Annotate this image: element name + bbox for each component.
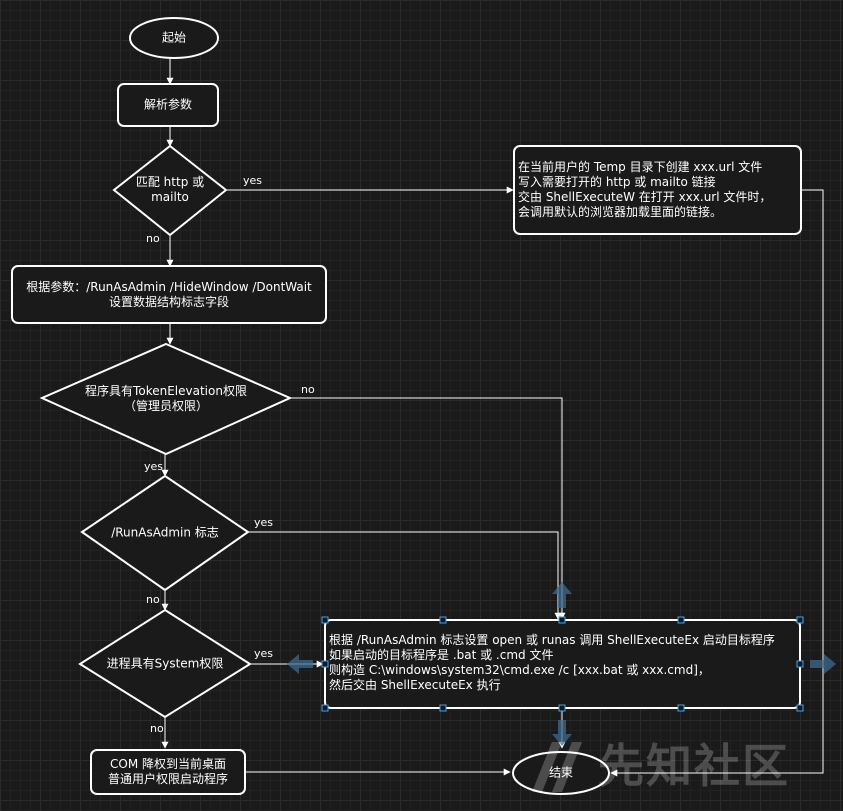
com-node	[90, 749, 246, 795]
edge-label-token-no: no	[301, 383, 315, 396]
end-label: 结束	[548, 765, 574, 780]
flags-node	[11, 265, 327, 324]
edge-runas-execute	[248, 531, 562, 620]
token-decision	[39, 342, 293, 456]
url-file-line: 交由 ShellExecuteW 在打开 xxx.url 文件时，	[518, 190, 772, 204]
com-label: COM 降权到当前桌面 普通用户权限启动程序	[108, 757, 228, 787]
execute-line: 如果启动的目标程序是 .bat 或 .cmd 文件	[329, 648, 554, 662]
execute-line: 则构造 C:\windows\system32\cmd.exe /c [xxx.…	[329, 663, 710, 677]
edge-urlfile-end	[610, 189, 824, 777]
parse-node	[117, 83, 219, 127]
match-decision	[112, 144, 228, 237]
edge-label-system-yes: yes	[254, 647, 274, 660]
url-file-line: 在当前用户的 Temp 目录下创建 xxx.url 文件	[518, 160, 763, 174]
url-file-line: 会调用默认的浏览器加载里面的链接。	[518, 205, 723, 219]
start-label: 起始	[161, 30, 187, 45]
start-node	[129, 17, 219, 59]
com-label-line: 普通用户权限启动程序	[107, 772, 229, 786]
execute-label: 根据 /RunAsAdmin 标志设置 open 或 runas 调用 Shel…	[329, 633, 775, 693]
runas-label: /RunAsAdmin 标志	[111, 525, 219, 540]
url-file-line: 写入需要打开的 http 或 mailto 链接	[518, 175, 716, 189]
execute-line: 根据 /RunAsAdmin 标志设置 open 或 runas 调用 Shel…	[329, 633, 775, 647]
edge-label-system-no: no	[150, 722, 164, 735]
edge-label-match-no: no	[146, 232, 160, 245]
execute-line: 然后交由 ShellExecuteEx 执行	[329, 678, 501, 692]
system-label: 进程具有System权限	[106, 656, 224, 671]
flags-label-line: 设置数据结构标志字段	[108, 295, 229, 309]
watermark-logo	[532, 742, 582, 792]
flags-label: 根据参数：/RunAsAdmin /HideWindow /DontWait 设…	[26, 280, 312, 310]
runas-decision	[80, 474, 250, 592]
parse-label: 解析参数	[143, 97, 193, 112]
connect-arrows[interactable]	[287, 582, 836, 746]
token-label-line: 程序具有TokenElevation权限	[85, 384, 247, 398]
url-file-label: 在当前用户的 Temp 目录下创建 xxx.url 文件 写入需要打开的 htt…	[518, 160, 771, 220]
system-decision	[78, 608, 252, 719]
match-label: 匹配 http 或 mailto	[136, 175, 204, 205]
match-label-line: mailto	[151, 190, 189, 204]
com-label-line: COM 降权到当前桌面	[109, 757, 226, 771]
edge-label-runas-no: no	[146, 593, 160, 606]
flags-label-line: 根据参数：/RunAsAdmin /HideWindow /DontWait	[26, 280, 312, 294]
token-label: 程序具有TokenElevation权限 （管理员权限）	[85, 384, 247, 414]
edge-token-execute	[290, 397, 566, 620]
edge-label-token-yes: yes	[144, 460, 164, 473]
token-label-line: （管理员权限）	[123, 399, 209, 413]
match-label-line: 匹配 http 或	[135, 175, 205, 189]
watermark-text: 先知社区	[598, 739, 790, 793]
end-node	[512, 751, 610, 795]
selection-handles[interactable]	[321, 616, 804, 712]
edge-label-match-yes: yes	[243, 174, 263, 187]
url-file-node	[513, 145, 802, 235]
edge-label-runas-yes: yes	[254, 516, 274, 529]
